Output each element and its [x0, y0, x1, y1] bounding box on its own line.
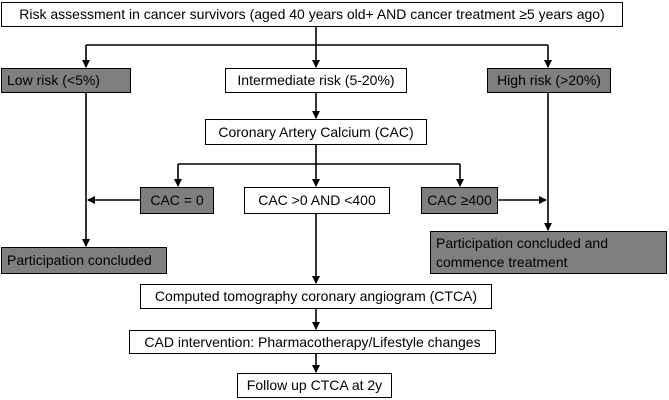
ctca-box: Computed tomography coronary angiogram (… — [140, 284, 492, 309]
cad-intervention-box: CAD intervention: Pharmacotherapy/Lifest… — [129, 330, 496, 354]
cac-zero-box: CAC = 0 — [140, 187, 214, 214]
low-risk-box: Low risk (<5%) — [1, 68, 131, 93]
high-risk-box: High risk (>20%) — [487, 68, 611, 93]
cac-box: Coronary Artery Calcium (CAC) — [205, 119, 427, 145]
cac-mid-box: CAC >0 AND <400 — [244, 187, 390, 214]
participation-treatment-box: Participation concluded and commence tre… — [430, 231, 667, 274]
title-box: Risk assessment in cancer survivors (age… — [1, 2, 623, 27]
cac-high-box: CAC ≥400 — [421, 187, 498, 214]
participation-concluded-box: Participation concluded — [1, 247, 167, 274]
follow-up-box: Follow up CTCA at 2y — [237, 373, 392, 398]
intermediate-risk-box: Intermediate risk (5-20%) — [225, 68, 407, 93]
